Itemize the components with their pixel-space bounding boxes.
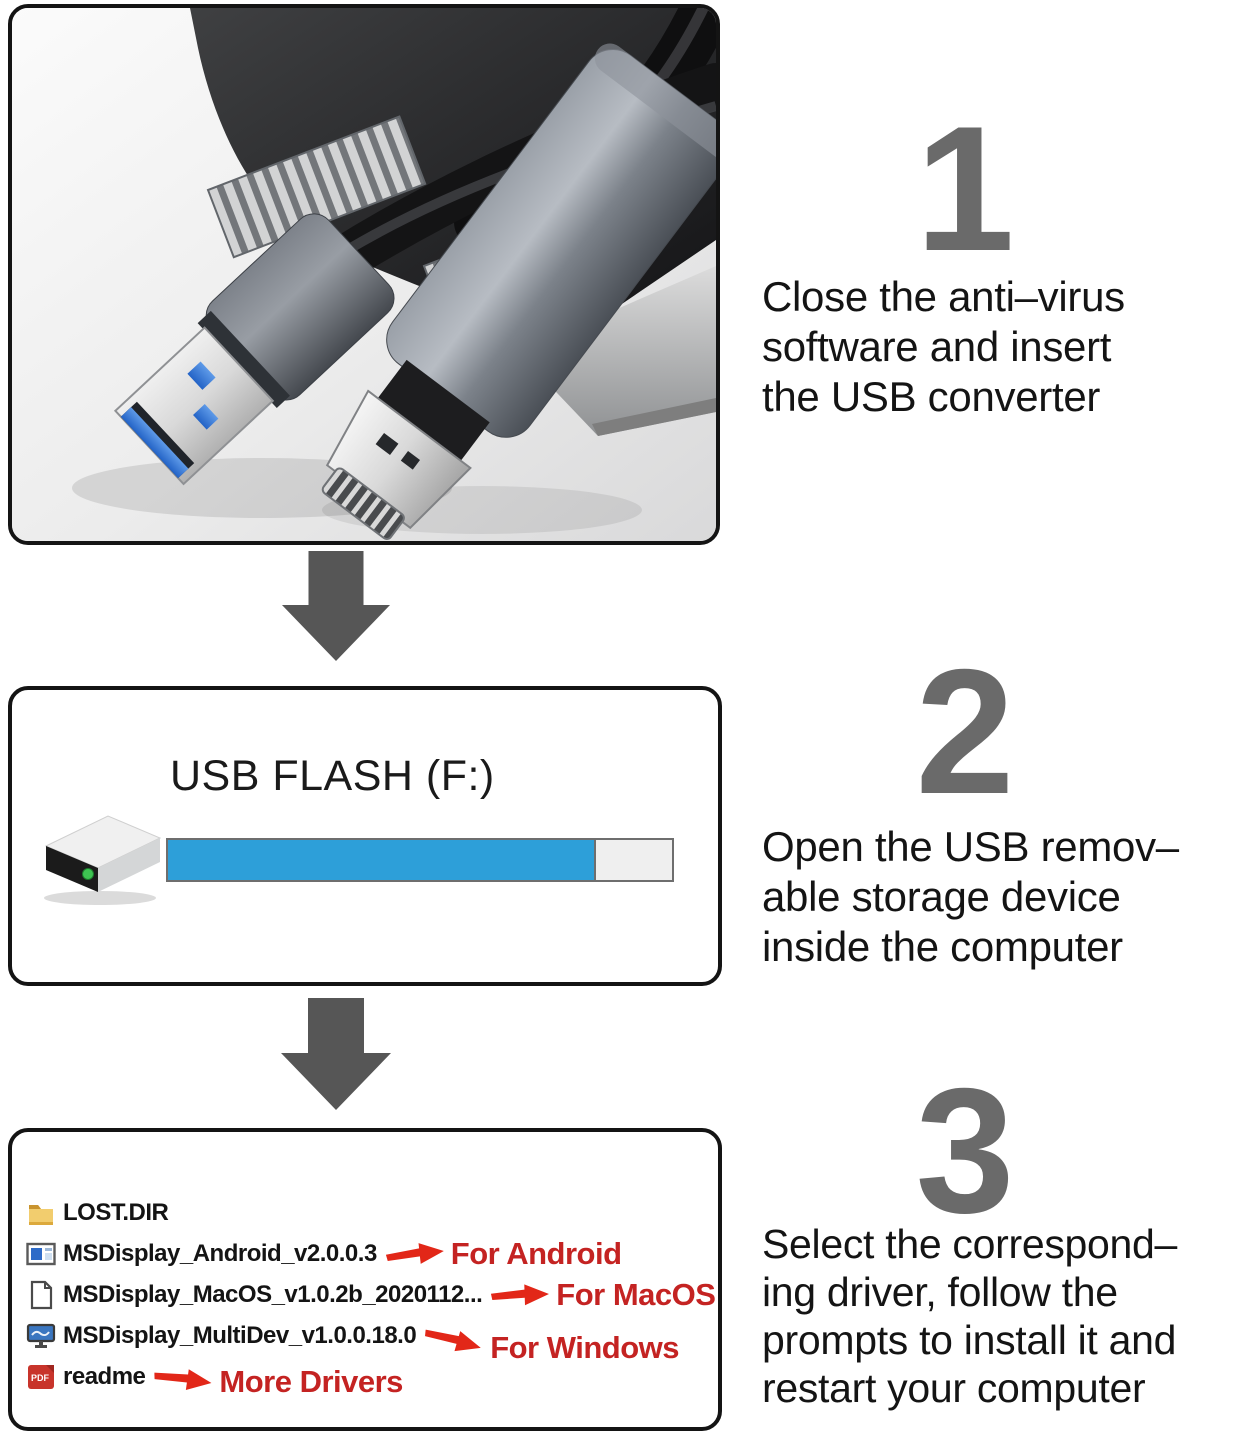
file-list-panel: LOST.DIR MSDisplay_Android_v2.0.0.3 For …: [8, 1128, 722, 1431]
step-2-text: Open the USB remov– able storage device …: [762, 823, 1179, 970]
progress-fill: [168, 840, 597, 880]
file-row-lostdir: LOST.DIR: [26, 1194, 712, 1231]
red-arrow-macos: [491, 1283, 550, 1305]
file-list: LOST.DIR MSDisplay_Android_v2.0.0.3 For …: [26, 1194, 716, 1399]
file-row-readme: PDF readme More Drivers: [26, 1358, 712, 1399]
file-row-multidev-driver: MSDisplay_MultiDev_v1.0.0.18.0 For Windo…: [26, 1317, 712, 1365]
step-3-text: Select the correspond– ing driver, follo…: [762, 1221, 1178, 1411]
red-arrow-readme: [154, 1368, 212, 1390]
usb-flash-panel: USB FLASH (F:): [8, 686, 722, 986]
pdf-icon: PDF: [28, 1364, 54, 1389]
label-for-android: For Android: [450, 1235, 622, 1271]
usb-progress-bar: [166, 838, 674, 882]
file-name: readme: [63, 1362, 146, 1390]
product-photo: [8, 4, 720, 545]
usb-hdmi-converter-photo: [12, 8, 716, 541]
red-arrow-android: [385, 1242, 444, 1264]
step-2-number: 2: [915, 632, 1015, 831]
down-arrow-2: [281, 998, 391, 1110]
svg-text:PDF: PDF: [31, 1373, 50, 1383]
file-name: MSDisplay_MacOS_v1.0.2b_2020112...: [63, 1280, 483, 1308]
step-1-number: 1: [915, 89, 1015, 288]
label-more-drivers: More Drivers: [219, 1363, 403, 1399]
file-row-android-driver: MSDisplay_Android_v2.0.0.3 For Android: [26, 1235, 712, 1272]
usb-drive-label: USB FLASH (F:): [170, 752, 495, 800]
step-1-text: Close the anti–virus software and insert…: [762, 273, 1125, 420]
red-arrow-windows: [425, 1329, 481, 1351]
down-arrow-1: [281, 551, 391, 661]
label-for-macos: For MacOS: [556, 1276, 716, 1312]
file-name: LOST.DIR: [63, 1198, 169, 1226]
file-name: MSDisplay_Android_v2.0.0.3: [63, 1239, 377, 1267]
file-row-macos-driver: MSDisplay_MacOS_v1.0.2b_2020112... For M…: [26, 1276, 716, 1313]
document-icon: [30, 1280, 53, 1309]
folder-icon: [29, 1204, 53, 1225]
display-driver-icon: [26, 1323, 56, 1348]
removable-drive-icon: [38, 810, 168, 908]
android-driver-icon: [26, 1242, 56, 1265]
step-3-number: 3: [915, 1051, 1015, 1250]
label-for-windows: For Windows: [490, 1329, 679, 1365]
file-name: MSDisplay_MultiDev_v1.0.0.18.0: [63, 1321, 417, 1349]
